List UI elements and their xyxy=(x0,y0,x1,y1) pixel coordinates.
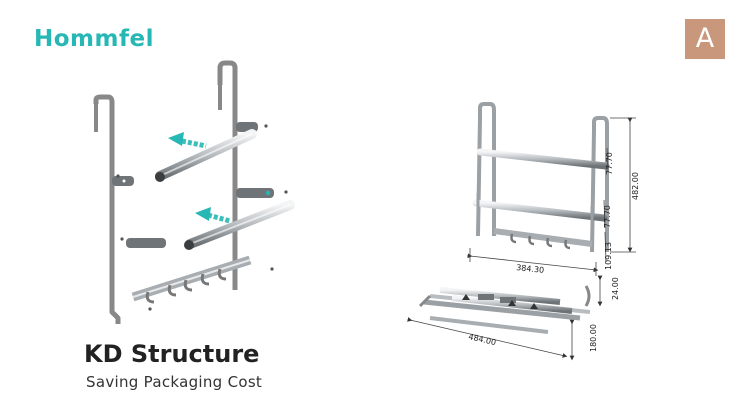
insert-arrow-upper xyxy=(168,132,207,149)
assembled-right-upright xyxy=(590,116,609,253)
flat-pack-bundle xyxy=(418,285,591,334)
hommfel-logo: Hommfel xyxy=(34,26,154,52)
assembled-left-upright xyxy=(476,102,496,237)
dim-hook-offset: 109.13 xyxy=(604,242,613,270)
bracket-mid-left xyxy=(126,238,166,248)
lower-rail xyxy=(184,200,295,250)
assembled-view: 482.00 77.70 77.70 109.13 384.30 24.00 4… xyxy=(407,102,640,361)
assembled-hooks xyxy=(510,233,571,250)
dim-rail-gap-top: 77.70 xyxy=(605,152,614,175)
bracket-mid-right xyxy=(236,188,274,198)
page-title: KD Structure xyxy=(84,340,260,368)
insert-arrow-lower xyxy=(195,207,231,224)
dim-rail-gap-mid: 77.70 xyxy=(603,205,612,228)
page-subtitle: Saving Packaging Cost xyxy=(86,373,263,391)
dim-inner-width: 384.30 xyxy=(516,263,545,275)
variant-badge: A xyxy=(685,19,725,59)
dim-pack-height: 24.00 xyxy=(611,277,620,300)
exploded-view xyxy=(93,60,295,324)
dim-total-height: 482.00 xyxy=(631,172,640,200)
screws xyxy=(116,124,288,311)
dim-pack-length: 484.00 xyxy=(468,332,497,347)
hook-bar xyxy=(131,255,252,304)
left-upright xyxy=(93,94,121,324)
right-upright xyxy=(217,60,238,290)
dim-pack-depth: 180.00 xyxy=(589,324,598,352)
upper-rail xyxy=(155,129,257,182)
